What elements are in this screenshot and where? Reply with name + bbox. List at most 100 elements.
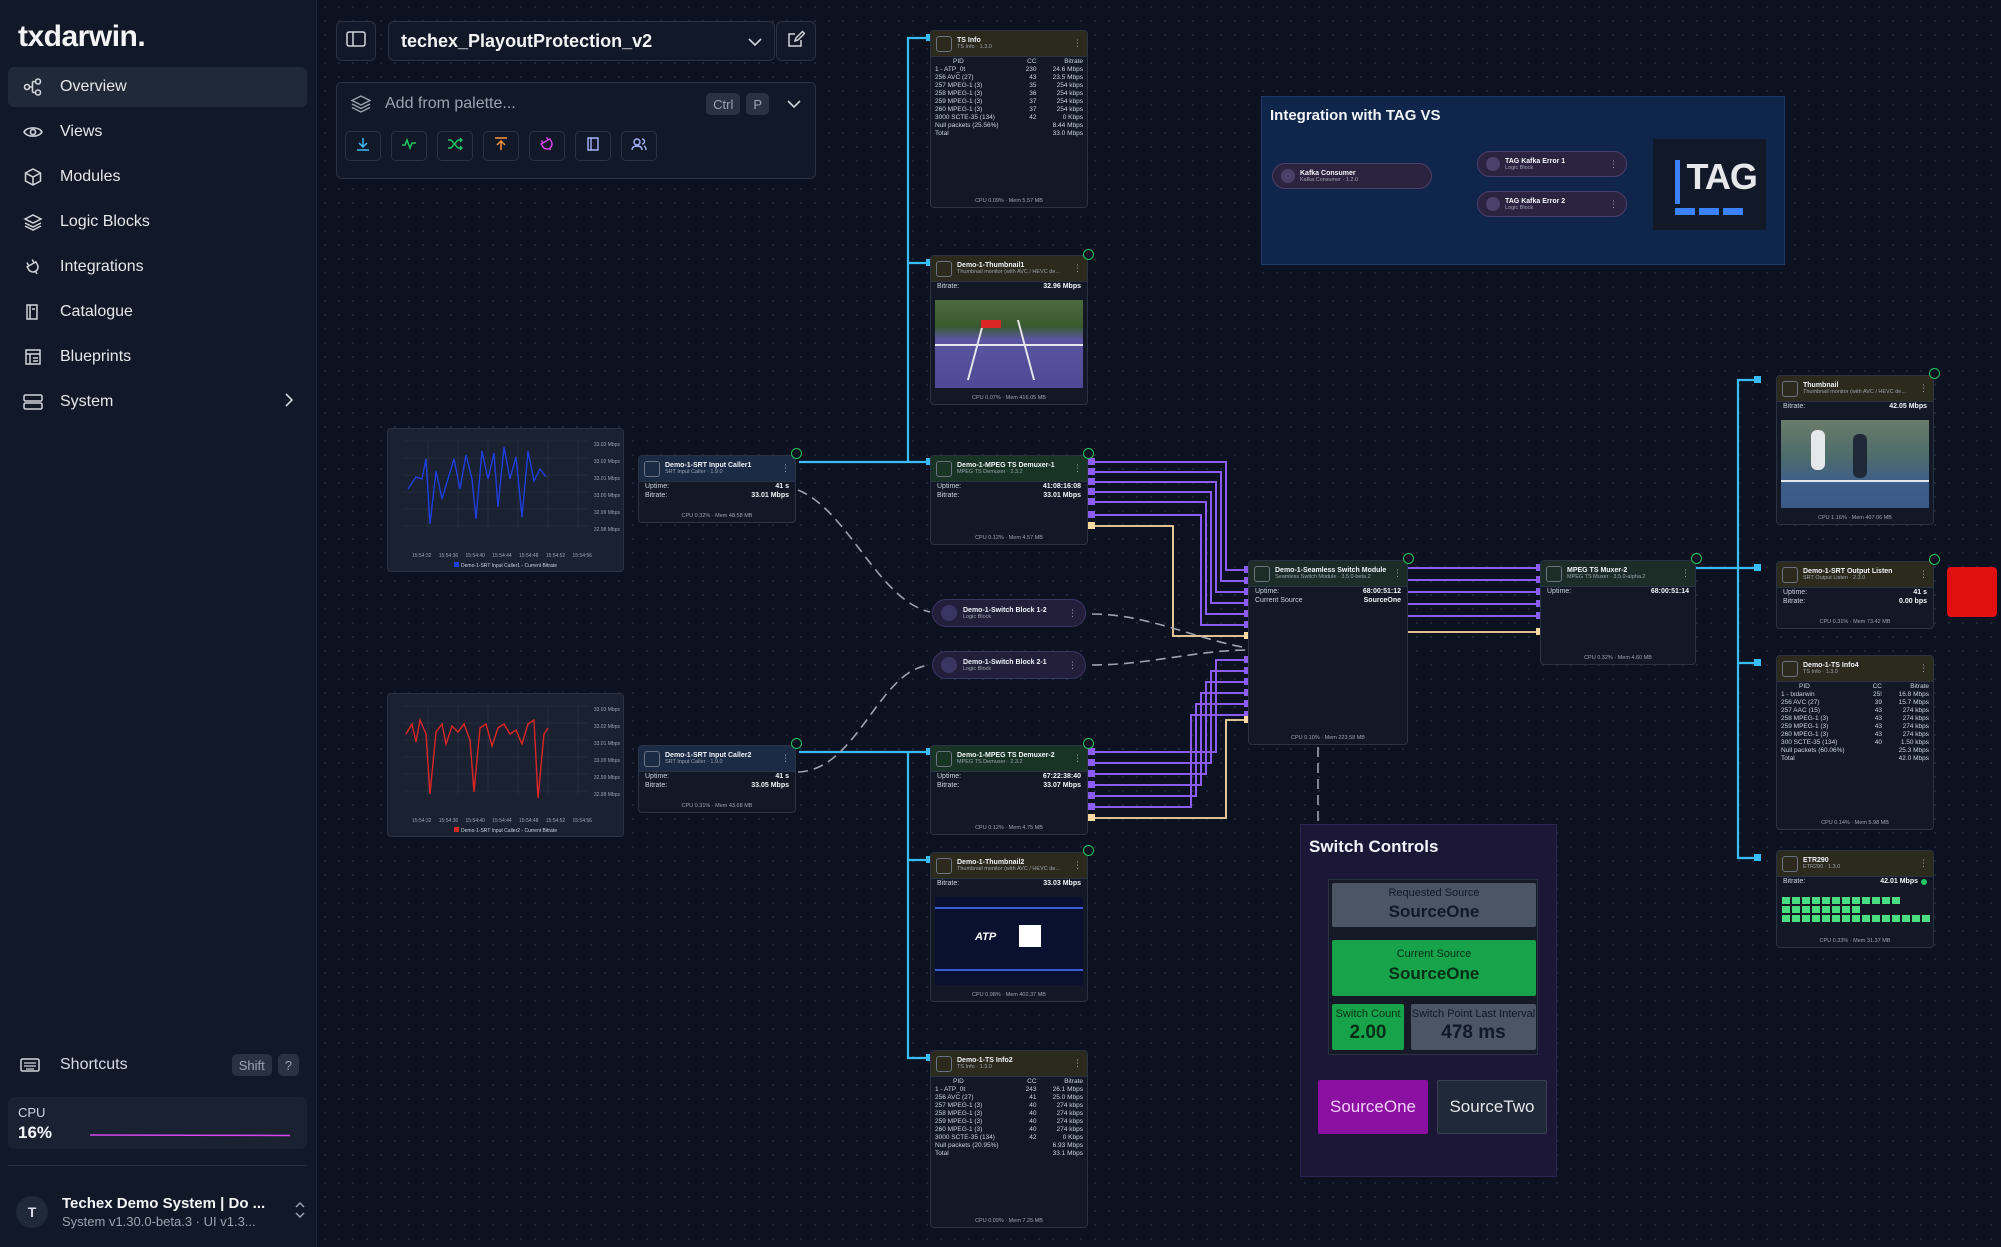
more-icon[interactable]: ⋮ (1073, 1058, 1082, 1068)
more-icon[interactable]: ⋮ (1073, 38, 1082, 48)
switch-icon (1254, 565, 1270, 582)
sidebar-item-system[interactable]: System (8, 382, 307, 422)
more-icon[interactable]: ⋮ (1919, 663, 1928, 673)
etr290-grid (1782, 897, 1932, 922)
chart-legend: Demo-1-SRT Input Caller2 - Current Bitra… (388, 827, 623, 834)
more-icon[interactable]: ⋮ (1919, 569, 1928, 579)
more-icon[interactable]: ⋮ (1919, 858, 1928, 868)
source-two-button[interactable]: SourceTwo (1437, 1080, 1547, 1134)
demux-icon (936, 750, 952, 767)
requested-source-card: Requested Source SourceOne (1332, 883, 1536, 927)
chevron-down-icon[interactable] (787, 99, 801, 109)
palette-tool-users[interactable] (621, 131, 657, 161)
palette-tool-monitor[interactable] (391, 131, 427, 161)
system-switcher[interactable]: T Techex Demo System | Do ... System v1.… (16, 1190, 306, 1234)
pulse-icon (401, 136, 417, 157)
shortcuts-label: Shortcuts (60, 1056, 128, 1073)
more-icon[interactable]: ⋮ (1609, 198, 1618, 209)
cube-icon (20, 167, 46, 187)
node-stats: CPU 0.98% · Mem 402.37 MB (972, 992, 1046, 998)
plug-icon (20, 257, 46, 277)
more-icon[interactable]: ⋮ (1068, 607, 1077, 618)
palette-search[interactable]: Add from palette... Ctrl P (337, 83, 815, 125)
app-logo[interactable]: txdarwin. (18, 20, 146, 53)
more-icon[interactable]: ⋮ (1073, 753, 1082, 763)
node-stats: CPU 0.09% · Mem 7.25 MB (975, 1218, 1043, 1224)
more-icon[interactable]: ⋮ (1919, 383, 1928, 393)
palette-tool-catalogue[interactable] (575, 131, 611, 161)
sidebar-item-overview[interactable]: Overview (8, 67, 307, 107)
sidebar-toggle-icon (346, 30, 366, 52)
more-icon[interactable]: ⋮ (1073, 463, 1082, 473)
current-source-card: Current Source SourceOne (1332, 940, 1536, 996)
edit-flow-button[interactable] (776, 21, 816, 61)
chart-legend: Demo-1-SRT Input Caller1 - Current Bitra… (388, 562, 623, 569)
sidebar-item-catalogue[interactable]: Catalogue (8, 292, 307, 332)
palette-tool-integration[interactable] (529, 131, 565, 161)
switch-controls-title: Switch Controls (1309, 837, 1439, 856)
toggle-sidebar-button[interactable] (336, 21, 376, 61)
sidebar-item-views[interactable]: Views (8, 112, 307, 152)
sidebar-item-logic-blocks[interactable]: Logic Blocks (8, 202, 307, 242)
edit-icon (787, 29, 806, 53)
integration-title: Integration with TAG VS (1270, 107, 1441, 124)
more-icon[interactable]: ⋮ (1073, 263, 1082, 273)
more-icon[interactable]: ⋮ (1073, 860, 1082, 870)
server-icon (20, 392, 46, 412)
logic-icon (941, 605, 957, 621)
source-one-button[interactable]: SourceOne (1318, 1080, 1428, 1134)
more-icon[interactable]: ⋮ (1393, 568, 1402, 578)
more-icon[interactable]: ⋮ (1681, 568, 1690, 578)
shortcuts-item[interactable]: Shortcuts Shift ? (8, 1045, 307, 1085)
sidebar-item-modules[interactable]: Modules (8, 157, 307, 197)
palette-tool-input[interactable] (345, 131, 381, 161)
node-stats: CPU 0.12% · Mem 4.75 MB (975, 825, 1043, 831)
more-icon[interactable]: ⋮ (1068, 659, 1077, 670)
flow-selector[interactable]: techex_PlayoutProtection_v2 (388, 21, 775, 61)
status-ok-icon (791, 738, 802, 749)
more-icon[interactable]: ⋮ (1609, 158, 1618, 169)
image-icon (936, 260, 952, 277)
sidebar-item-label: System (60, 393, 114, 410)
more-icon[interactable]: ⋮ (781, 753, 790, 763)
more-icon[interactable]: ⋮ (781, 463, 790, 473)
logic-icon (1486, 157, 1500, 171)
sidebar-item-blueprints[interactable]: Blueprints (8, 337, 307, 377)
ts-info-icon (936, 1055, 952, 1072)
sidebar-item-integrations[interactable]: Integrations (8, 247, 307, 287)
status-ok-icon (1929, 368, 1940, 379)
connection-wires (797, 34, 1761, 1061)
palette-tool-output[interactable] (483, 131, 519, 161)
tag-logo: TAG (1653, 139, 1766, 230)
palette-tool-switch[interactable] (437, 131, 473, 161)
flow-canvas[interactable]: techex_PlayoutProtection_v2 Add from pal… (318, 0, 2001, 1247)
